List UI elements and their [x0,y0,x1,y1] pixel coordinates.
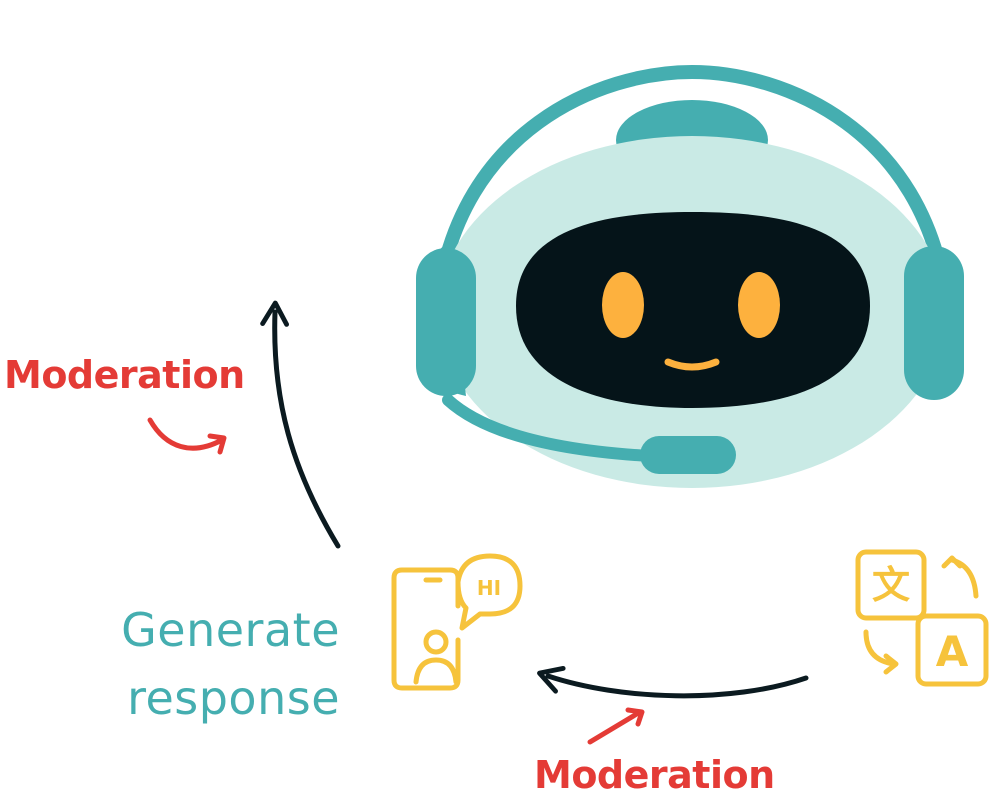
translate-letter: A [936,627,969,676]
robot-left-eye [602,272,644,338]
chat-bubble-text: HI [477,576,501,600]
generate-label-line1: Generate [121,603,340,657]
robot-smile [664,358,720,371]
moderation-pointer-arrow-top [147,417,227,455]
generate-label-line2: response [127,671,340,725]
moderation-label-bottom: Moderation [534,753,775,797]
microphone-boom [442,394,656,462]
person-chat-hi-icon [391,553,523,691]
moderation-label-top: Moderation [4,353,245,397]
moderation-pointer-arrow-bottom [587,707,645,745]
translate-icon [855,549,989,687]
robot-visor [516,212,870,408]
headset-band [431,64,953,307]
right-earpiece-body [904,246,964,400]
generate-response-label: Generate response [60,596,340,732]
robot-right-eye [738,272,780,338]
microphone-head [640,436,736,474]
robot-support-agent-icon [416,64,964,488]
left-earpiece-body [416,248,476,396]
flow-arrow-left [537,666,809,699]
translate-char: 文 [872,563,910,607]
flow-arrow-up [260,300,341,549]
